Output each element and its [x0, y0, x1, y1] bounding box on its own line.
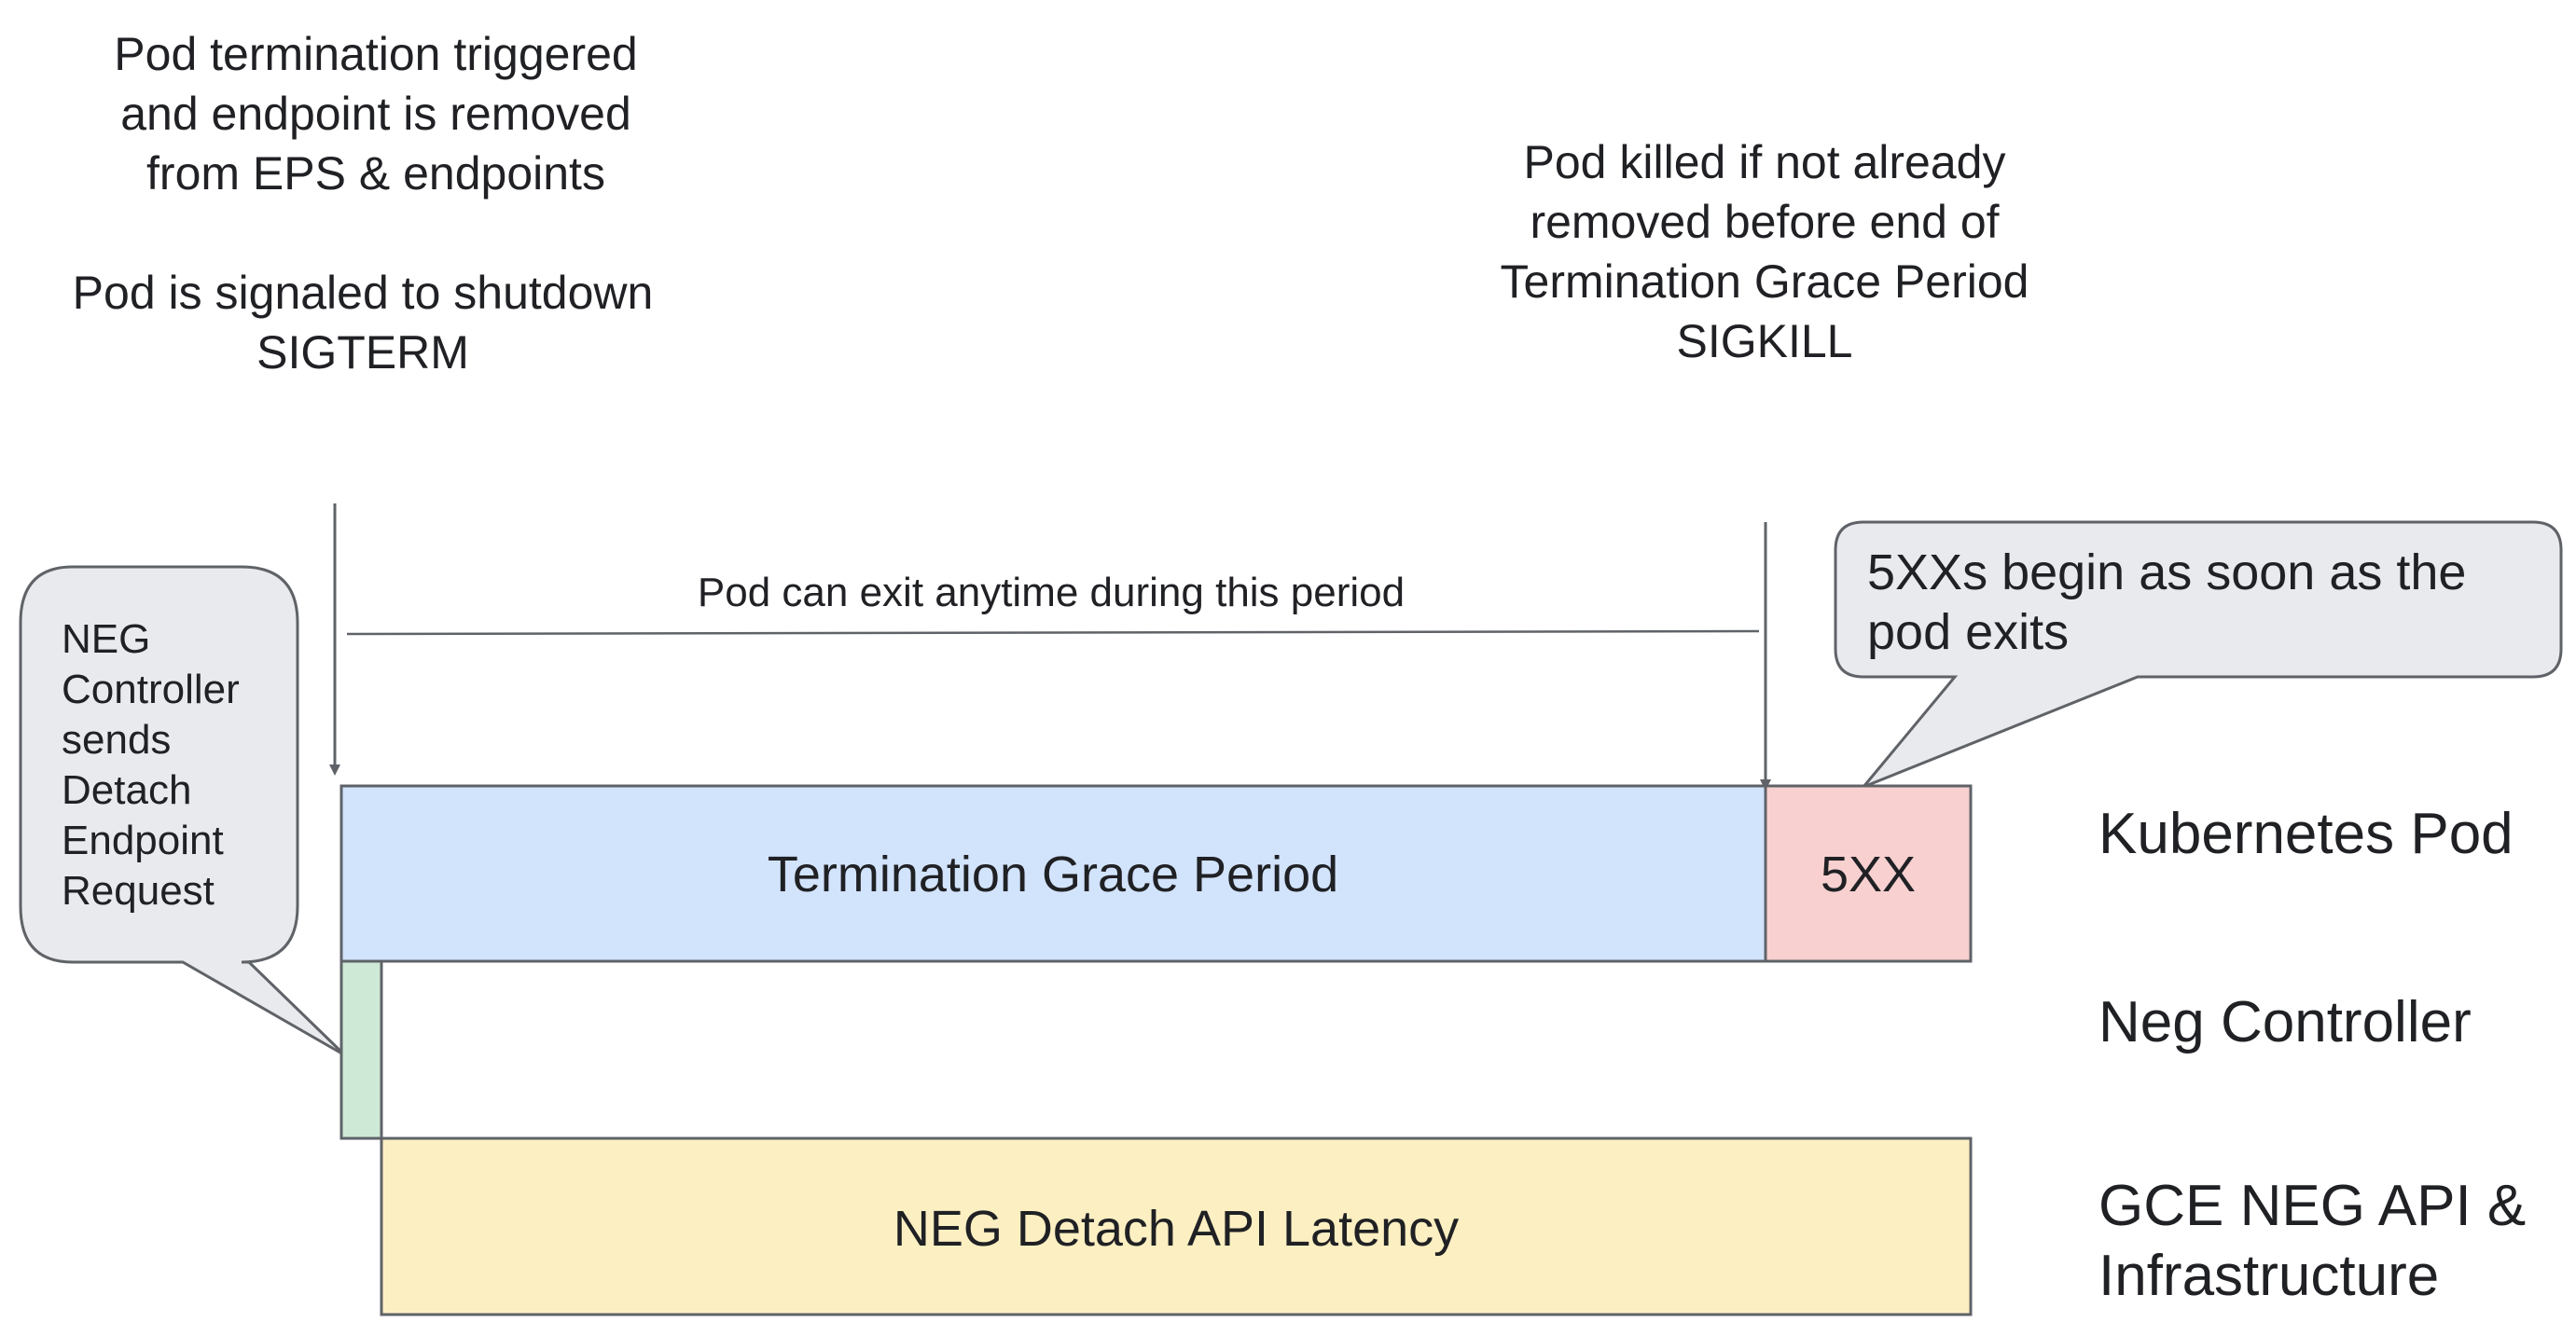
termination-grace-period-bar	[339, 784, 1767, 963]
exit-period-label: Pod can exit anytime during this period	[698, 570, 1405, 615]
sigkill-note-line-3: Termination Grace Period	[1501, 255, 2029, 308]
callout-line-5: Endpoint	[62, 818, 224, 863]
callout-bubble	[19, 565, 347, 1057]
lane-label-kubernetes-pod: Kubernetes Pod	[2098, 802, 2514, 866]
callout-line-1: NEG	[62, 616, 150, 662]
neg-controller-bar	[339, 959, 383, 1140]
lane-label-neg-controller: Neg Controller	[2098, 990, 2472, 1054]
lane-label-gce-line-2: Infrastructure	[2098, 1244, 2439, 1308]
sigkill-note-line-2: removed before end of	[1530, 196, 1999, 248]
callout-line-6: Request	[62, 868, 215, 914]
5xx-callout-line-1: 5XXs begin as soon as the	[1867, 544, 2466, 600]
5xx-callout-bubble	[1834, 520, 2563, 789]
5xx-bar	[1764, 784, 1973, 963]
neg-controller-callout: NEG Controller sends Detach Endpoint Req…	[19, 565, 347, 1057]
5xx-callout: 5XXs begin as soon as the pod exits	[1834, 520, 2563, 789]
sigterm-note: Pod termination triggered and endpoint i…	[73, 28, 654, 379]
lane-label-gce-line-1: GCE NEG API &	[2098, 1174, 2526, 1238]
5xx-label: 5XX	[1821, 847, 1916, 902]
sigterm-note-line-3: from EPS & endpoints	[146, 147, 605, 200]
sigterm-note-line-2: and endpoint is removed	[120, 88, 631, 140]
callout-line-3: sends	[62, 717, 171, 763]
neg-detach-latency-label: NEG Detach API Latency	[893, 1201, 1459, 1257]
sigkill-note-line-4: SIGKILL	[1677, 315, 1853, 367]
sigkill-note: Pod killed if not already removed before…	[1501, 136, 2029, 367]
5xx-callout-line-2: pod exits	[1867, 604, 2069, 660]
exit-period-line	[346, 629, 1760, 636]
sigterm-note-line-5: SIGTERM	[256, 326, 469, 379]
termination-grace-period-label: Termination Grace Period	[768, 847, 1338, 902]
sigterm-note-line-4: Pod is signaled to shutdown	[73, 267, 654, 319]
callout-line-2: Controller	[62, 667, 240, 712]
neg-detach-latency-bar	[380, 1136, 1973, 1316]
sigkill-note-line-1: Pod killed if not already	[1524, 136, 2006, 188]
sigterm-note-line-1: Pod termination triggered	[114, 28, 637, 80]
callout-line-4: Detach	[62, 767, 191, 813]
